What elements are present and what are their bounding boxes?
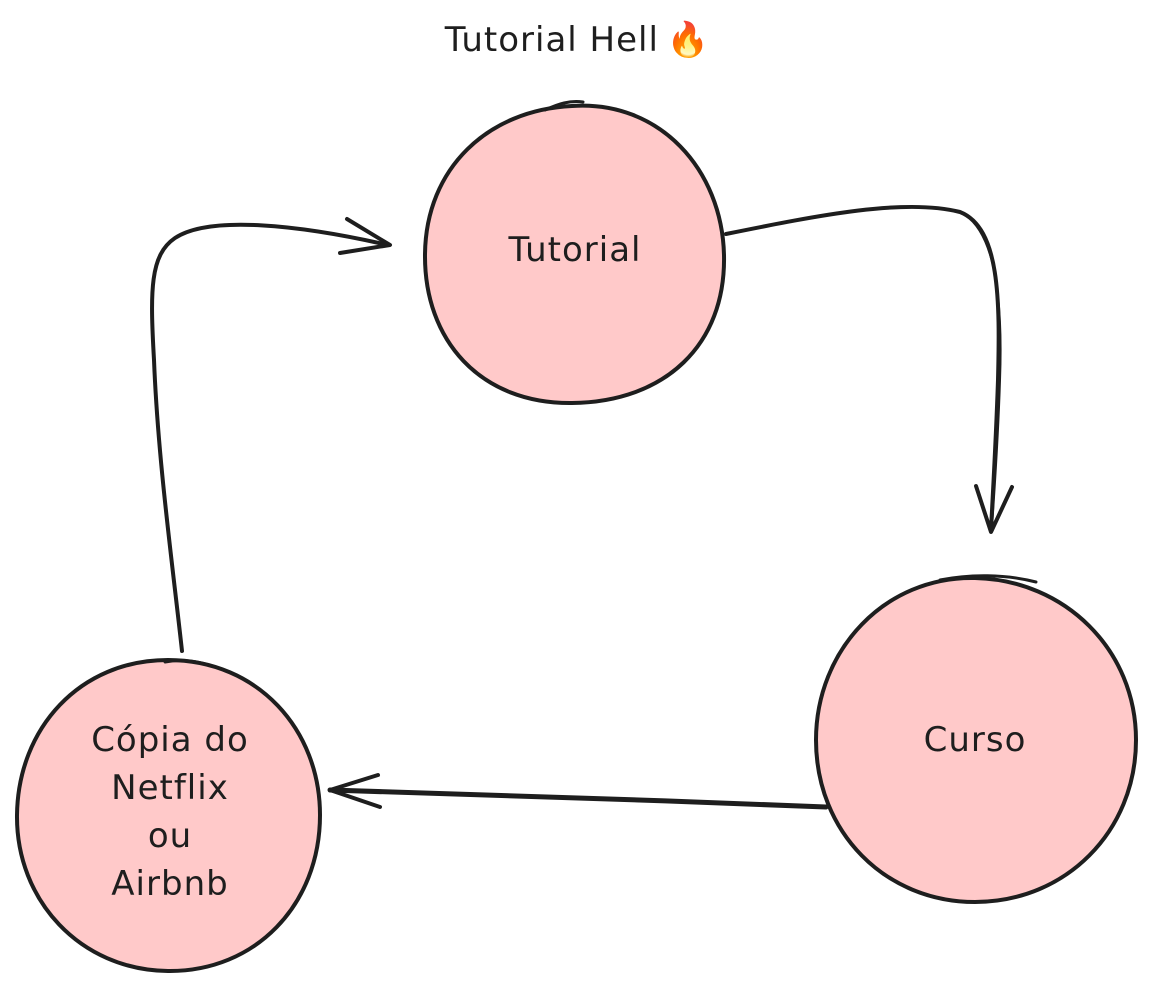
edge-tutorial-to-curso-line-sketch — [964, 214, 1002, 529]
node-tutorial-label: Tutorial — [440, 226, 710, 274]
diagram-title: Tutorial Hell🔥 — [0, 20, 1155, 60]
node-copia[interactable] — [14, 658, 322, 974]
fire-icon: 🔥 — [666, 20, 711, 60]
node-copia-circle — [14, 658, 322, 974]
node-curso-label-text: Curso — [923, 720, 1027, 760]
edge-copia-to-tutorial-line — [150, 222, 390, 653]
edge-copia-to-tutorial-arrowhead — [338, 217, 392, 255]
edge-tutorial-to-curso-arrowhead — [974, 484, 1014, 534]
node-copia-label: Cópia do Netflix ou Airbnb — [30, 716, 310, 908]
node-tutorial[interactable] — [422, 100, 727, 406]
node-copia-label-line: ou — [147, 816, 193, 856]
node-tutorial-label-text: Tutorial — [508, 230, 642, 270]
node-copia-label-line: Netflix — [111, 768, 229, 808]
node-tutorial-sketch-stroke — [543, 100, 585, 112]
edge-curso-to-copia-arrowhead — [328, 773, 382, 809]
edge-tutorial-to-curso — [724, 204, 1014, 534]
node-curso-label: Curso — [830, 716, 1120, 764]
edge-curso-to-copia — [327, 773, 829, 810]
diagram-title-text: Tutorial Hell — [444, 20, 659, 60]
node-copia-label-line: Airbnb — [111, 864, 229, 904]
edge-copia-to-tutorial — [150, 217, 392, 653]
node-curso[interactable] — [814, 574, 1138, 904]
node-curso-sketch-stroke — [938, 574, 1038, 584]
node-curso-circle — [814, 575, 1138, 904]
node-copia-label-line: Cópia do — [91, 720, 249, 760]
node-tutorial-circle — [422, 103, 727, 406]
edge-curso-to-copia-line — [327, 787, 829, 810]
node-copia-sketch-stroke — [163, 658, 230, 674]
edge-tutorial-to-curso-line — [724, 204, 1001, 532]
